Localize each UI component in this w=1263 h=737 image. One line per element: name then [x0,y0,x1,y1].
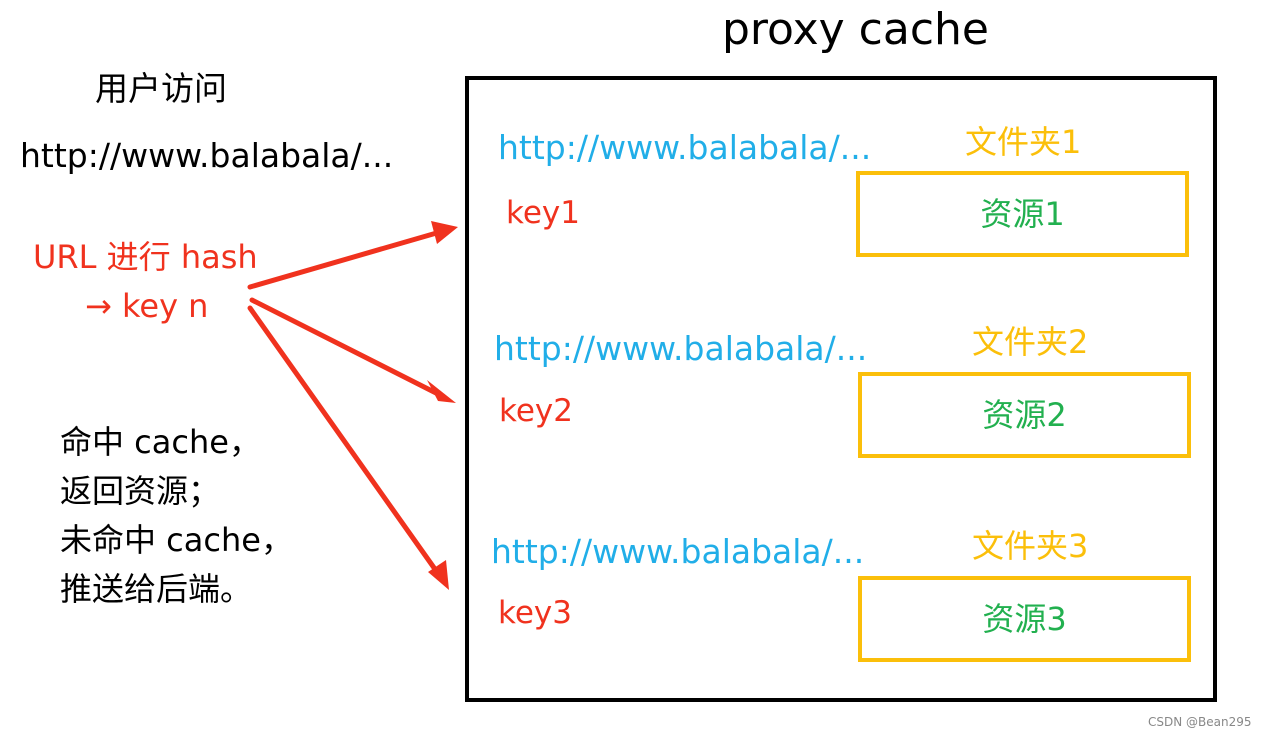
rule-line: 推送给后端。 [60,570,253,608]
resource-box-2: 资源2 [858,372,1191,458]
arrowhead-1 [431,221,458,244]
arrow-to-key3 [247,305,440,575]
entry-url-3: http://www.balabala/... [491,532,865,571]
arrowhead-3 [428,560,449,590]
resource-label-1: 资源1 [980,195,1065,233]
entry-key-2: key2 [499,393,573,429]
arrow-to-key2 [249,297,439,396]
proxy-cache-box [465,76,1217,702]
arrowhead-2 [427,380,456,403]
entry-key-3: key3 [498,595,572,631]
user-url: http://www.balabala/... [20,136,394,175]
watermark-credit: CSDN @Bean295 [1148,715,1252,729]
rule-line: 返回资源； [60,472,221,510]
hash-label-line1: URL 进行 hash [33,238,258,276]
folder-label-1: 文件夹1 [965,123,1082,161]
cache-rule-text: 命中 cache， 返回资源； 未命中 cache， 推送给后端。 [60,418,380,614]
rule-line: 未命中 cache， [60,521,293,559]
arrow-to-key1 [247,229,443,290]
entry-url-2: http://www.balabala/... [494,329,868,368]
folder-label-2: 文件夹2 [972,323,1089,361]
folder-label-3: 文件夹3 [972,527,1089,565]
resource-box-3: 资源3 [858,576,1191,662]
rule-line: 命中 cache， [60,423,261,461]
entry-key-1: key1 [506,195,580,231]
resource-label-3: 资源3 [982,600,1067,638]
diagram-title: proxy cache [722,4,989,55]
resource-label-2: 资源2 [982,396,1067,434]
hash-label-line2: → key n [85,287,209,325]
user-access-label: 用户访问 [95,69,227,108]
resource-box-1: 资源1 [856,171,1189,257]
entry-url-1: http://www.balabala/... [498,128,872,167]
